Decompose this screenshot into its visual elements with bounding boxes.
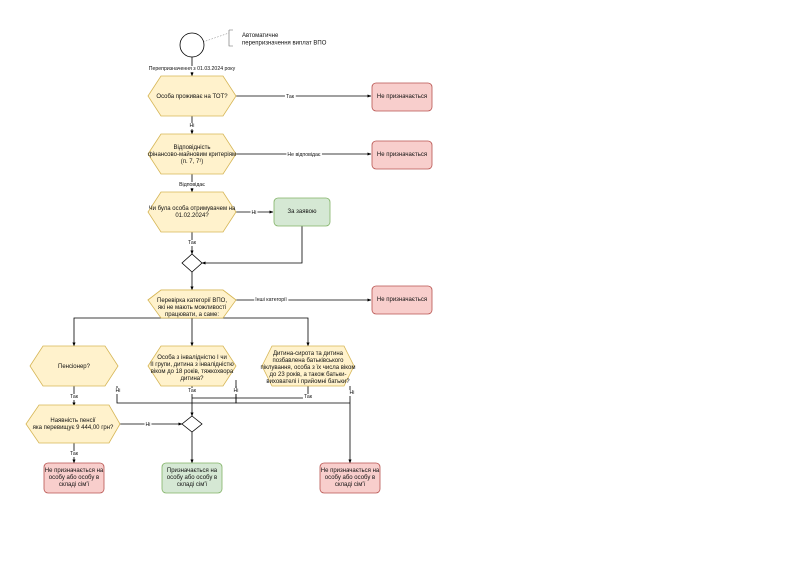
- result-assigned-person: [161, 462, 223, 494]
- decision-recipient: [147, 191, 237, 233]
- label-amount-no: Ні: [146, 422, 151, 428]
- start-note-line2: перепризначення виплат ВПО: [242, 41, 327, 47]
- label-amount-yes: Так: [70, 451, 79, 457]
- label-tot-no: Ні: [190, 123, 195, 129]
- result-not-assigned-person-left-line3: складі сім'ї: [59, 482, 90, 488]
- edge-labels: Перепризначення з 01.03.2024 року Так Ні…: [68, 66, 356, 457]
- edge-label-background: [302, 394, 314, 400]
- decision-disability-line4: дитина?: [181, 376, 205, 382]
- decision-tot-text: Особа проживає на ТОТ?: [156, 94, 228, 100]
- decision-pension-amount-line2: яка перевищує 9 444,00 грн?: [33, 425, 114, 431]
- decision-disability: [147, 345, 237, 387]
- note-bracket: [228, 29, 233, 47]
- edge-label-background: [286, 152, 322, 158]
- edge-application-merge: [201, 226, 303, 265]
- edge-label-background: [188, 123, 196, 129]
- result-assigned-person-line2: особу або особу в: [167, 475, 217, 481]
- edge-label-background: [178, 182, 207, 188]
- label-orphan-yes: Так: [304, 394, 313, 400]
- decision-tot: [147, 75, 237, 117]
- edge-label-background: [186, 388, 198, 394]
- decision-orphan-line3: піклування, особа з їх числа віком: [261, 365, 356, 371]
- edge-disability-no: [235, 386, 350, 404]
- decision-financial-line1: Відповідність: [174, 145, 211, 151]
- result-by-application: [273, 197, 331, 227]
- label-disability-yes: Так: [188, 388, 197, 394]
- edge-note-connector: [202, 32, 230, 43]
- edge-label-background: [232, 388, 240, 394]
- result-not-assigned-other: [371, 285, 433, 315]
- nodes: Автоматичне перепризначення виплат ВПО О…: [25, 29, 433, 494]
- edge-category-orphan: [192, 317, 310, 347]
- label-fin-not: Не відповідає: [287, 152, 321, 158]
- label-recv-no: Ні: [252, 210, 257, 216]
- decision-category-line1: Перевірка категорії ВПО,: [157, 298, 227, 304]
- decision-disability-line1: Особа з інвалідністю І чи: [157, 355, 227, 361]
- decision-financial-line3: (п. 7, 7¹): [181, 159, 204, 165]
- merge-diamond-top: [181, 253, 203, 273]
- result-assigned-person-line1: Призначається на: [167, 468, 218, 474]
- label-recv-yes: Так: [188, 240, 197, 246]
- label-pension-yes: Так: [70, 394, 79, 400]
- edge-label-background: [254, 297, 289, 303]
- edge-label-background: [147, 66, 237, 72]
- result-not-assigned-fin-text: Не призначається: [377, 152, 427, 158]
- decision-disability-line3: віком до 18 років, тяжкохвора: [151, 369, 234, 375]
- decision-category-line2: які не мають можливості: [158, 305, 226, 311]
- result-not-assigned-person-right-line1: Не призначається на: [321, 468, 380, 474]
- edge-label-background: [250, 210, 258, 216]
- decision-orphan-line4: до 23 років, а також батьки-: [269, 372, 346, 378]
- result-not-assigned-person-right-line3: складі сім'ї: [335, 482, 366, 488]
- edge-label-background: [348, 390, 356, 396]
- decision-financial-line2: фінансово-майновим критеріям: [148, 151, 236, 158]
- label-tot-yes: Так: [286, 94, 295, 100]
- result-not-assigned-person-left-line2: особу або особу в: [49, 475, 99, 481]
- label-pension-no: Ні: [116, 388, 121, 394]
- edge-label-background: [68, 451, 80, 457]
- result-not-assigned-fin: [371, 140, 433, 170]
- result-not-assigned-tot-text: Не призначається: [377, 94, 427, 100]
- decision-orphan-line2: позбавлена батьківського: [272, 358, 344, 364]
- label-reassign: Перепризначення з 01.03.2024 року: [149, 66, 236, 72]
- decision-orphan-line5: вихователі і прийомні батьки?: [266, 378, 350, 385]
- edge-label-background: [186, 240, 198, 246]
- decision-pension-amount-line1: Наявність пенсії: [50, 418, 96, 424]
- decision-orphan: [261, 345, 355, 387]
- result-not-assigned-person-left: [43, 462, 105, 494]
- decision-category-shape: [147, 289, 237, 319]
- result-not-assigned-person-right-line2: особу або особу в: [325, 475, 375, 481]
- edge-label-background: [114, 388, 122, 394]
- result-not-assigned-person-left-line1: Не призначається на: [45, 468, 104, 474]
- edge-label-background: [284, 94, 296, 100]
- result-not-assigned-other-text: Не призначається: [377, 297, 427, 303]
- merge-diamond-bottom: [181, 415, 203, 433]
- result-not-assigned-tot: [371, 82, 433, 112]
- edge-label-background: [144, 422, 152, 428]
- decision-category-line3: працювати, а саме:: [165, 312, 219, 318]
- decision-orphan-line1: Дитина-сирота та дитина: [273, 351, 344, 357]
- decision-recipient-line1: Чи була особа отримувачем на: [149, 206, 236, 212]
- decision-recipient-line2: 01.02.2024?: [175, 213, 209, 219]
- label-orphan-no: Ні: [350, 390, 355, 396]
- label-fin-yes: Відповідає: [179, 182, 205, 188]
- result-not-assigned-person-right: [319, 462, 381, 494]
- decision-pension: [29, 345, 119, 387]
- result-by-application-text: За заявою: [288, 209, 317, 215]
- edge-label-background: [68, 394, 80, 400]
- decision-pension-amount: [25, 404, 121, 444]
- result-assigned-person-line3: складі сім'ї: [177, 482, 208, 488]
- decision-pension-text: Пенсіонер?: [58, 364, 91, 370]
- label-disability-no: Ні: [234, 388, 239, 394]
- label-other-categories: Інші категорії: [255, 297, 287, 303]
- start-note-line1: Автоматичне: [242, 33, 279, 39]
- decision-disability-line2: ІІ групи, дитина з інвалідністю: [150, 362, 234, 368]
- start-node: [179, 32, 205, 58]
- edge-orphan-yes: [192, 386, 309, 399]
- decision-financial: [147, 133, 237, 175]
